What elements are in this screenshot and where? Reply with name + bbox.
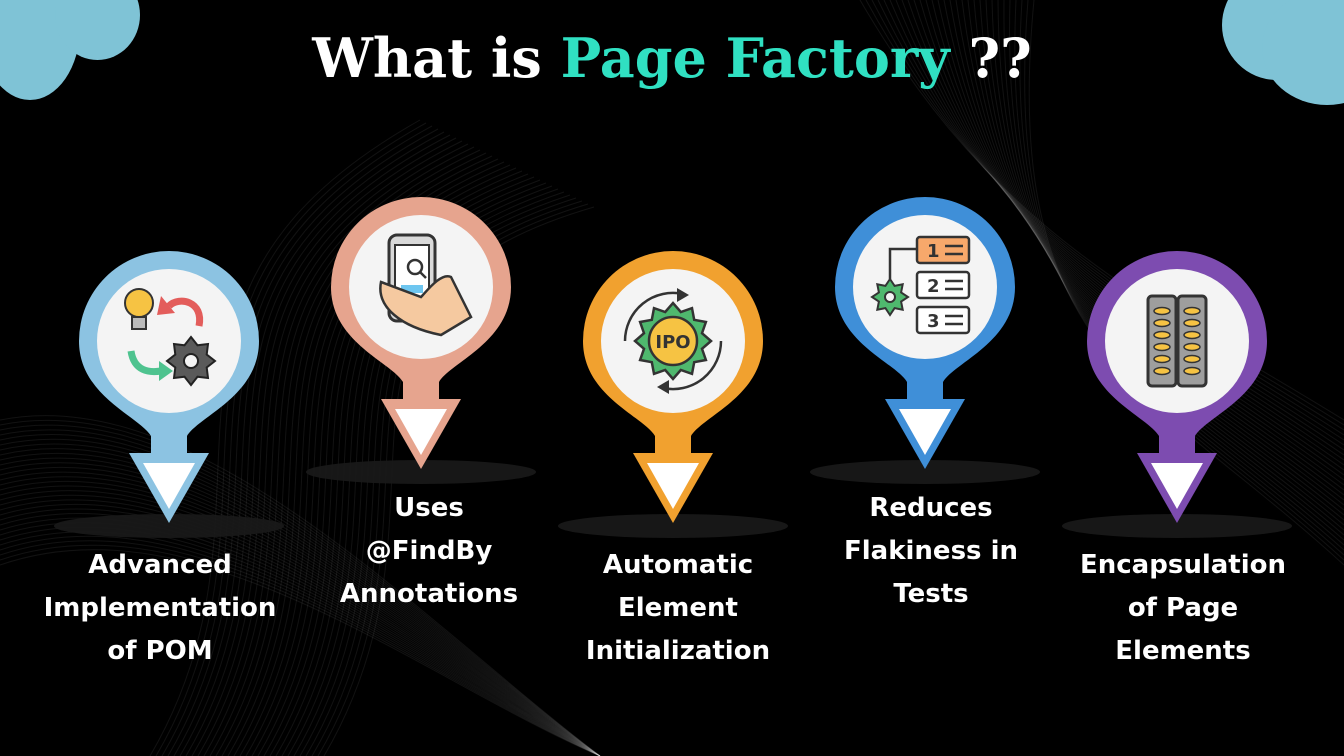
title-accent: Page Factory xyxy=(560,26,950,90)
label-line: Elements xyxy=(1115,636,1251,666)
label-line: Automatic xyxy=(602,550,754,580)
bulb-gear-cycle-icon xyxy=(124,288,217,387)
server-rack-icon xyxy=(1146,294,1208,388)
label-encap: Encapsulation of Page Elements xyxy=(1038,544,1328,673)
page-title: What is Page Factory ?? xyxy=(0,26,1344,90)
pin-marker-findby xyxy=(306,197,536,484)
ipo-gear-cycle-icon: IPO xyxy=(623,288,723,394)
pin-marker-encap xyxy=(1062,251,1292,538)
label-line: Flakiness in xyxy=(844,536,1018,566)
label-line: Implementation xyxy=(43,593,277,623)
label-line: Encapsulation xyxy=(1080,550,1286,580)
svg-text:3: 3 xyxy=(927,311,940,332)
label-line: @FindBy xyxy=(365,536,493,566)
label-line: Tests xyxy=(893,579,969,609)
label-line: Reduces xyxy=(869,493,993,523)
label-line: Initialization xyxy=(585,636,771,666)
label-line: Annotations xyxy=(339,579,519,609)
label-init: Automatic Element Initialization xyxy=(533,544,823,673)
title-suffix: ?? xyxy=(949,26,1032,90)
pin-marker-pom xyxy=(54,251,284,538)
label-flaky: Reduces Flakiness in Tests xyxy=(786,487,1076,616)
label-findby: Uses @FindBy Annotations xyxy=(284,487,574,616)
label-line: Advanced xyxy=(88,550,232,580)
title-prefix: What is xyxy=(312,26,561,90)
pin-marker-init: IPO xyxy=(558,251,788,538)
numbered-steps-gear-icon: 1 2 3 xyxy=(870,235,971,335)
label-line: Uses xyxy=(394,493,464,523)
phone-search-hand-icon xyxy=(379,233,473,337)
svg-text:IPO: IPO xyxy=(655,332,690,353)
label-pom: Advanced Implementation of POM xyxy=(15,544,305,673)
svg-text:2: 2 xyxy=(927,276,940,297)
label-line: of POM xyxy=(107,636,213,666)
label-line: of Page xyxy=(1127,593,1239,623)
label-line: Element xyxy=(618,593,738,623)
pin-marker-flaky: 1 2 3 xyxy=(810,197,1040,484)
svg-text:1: 1 xyxy=(927,241,940,262)
